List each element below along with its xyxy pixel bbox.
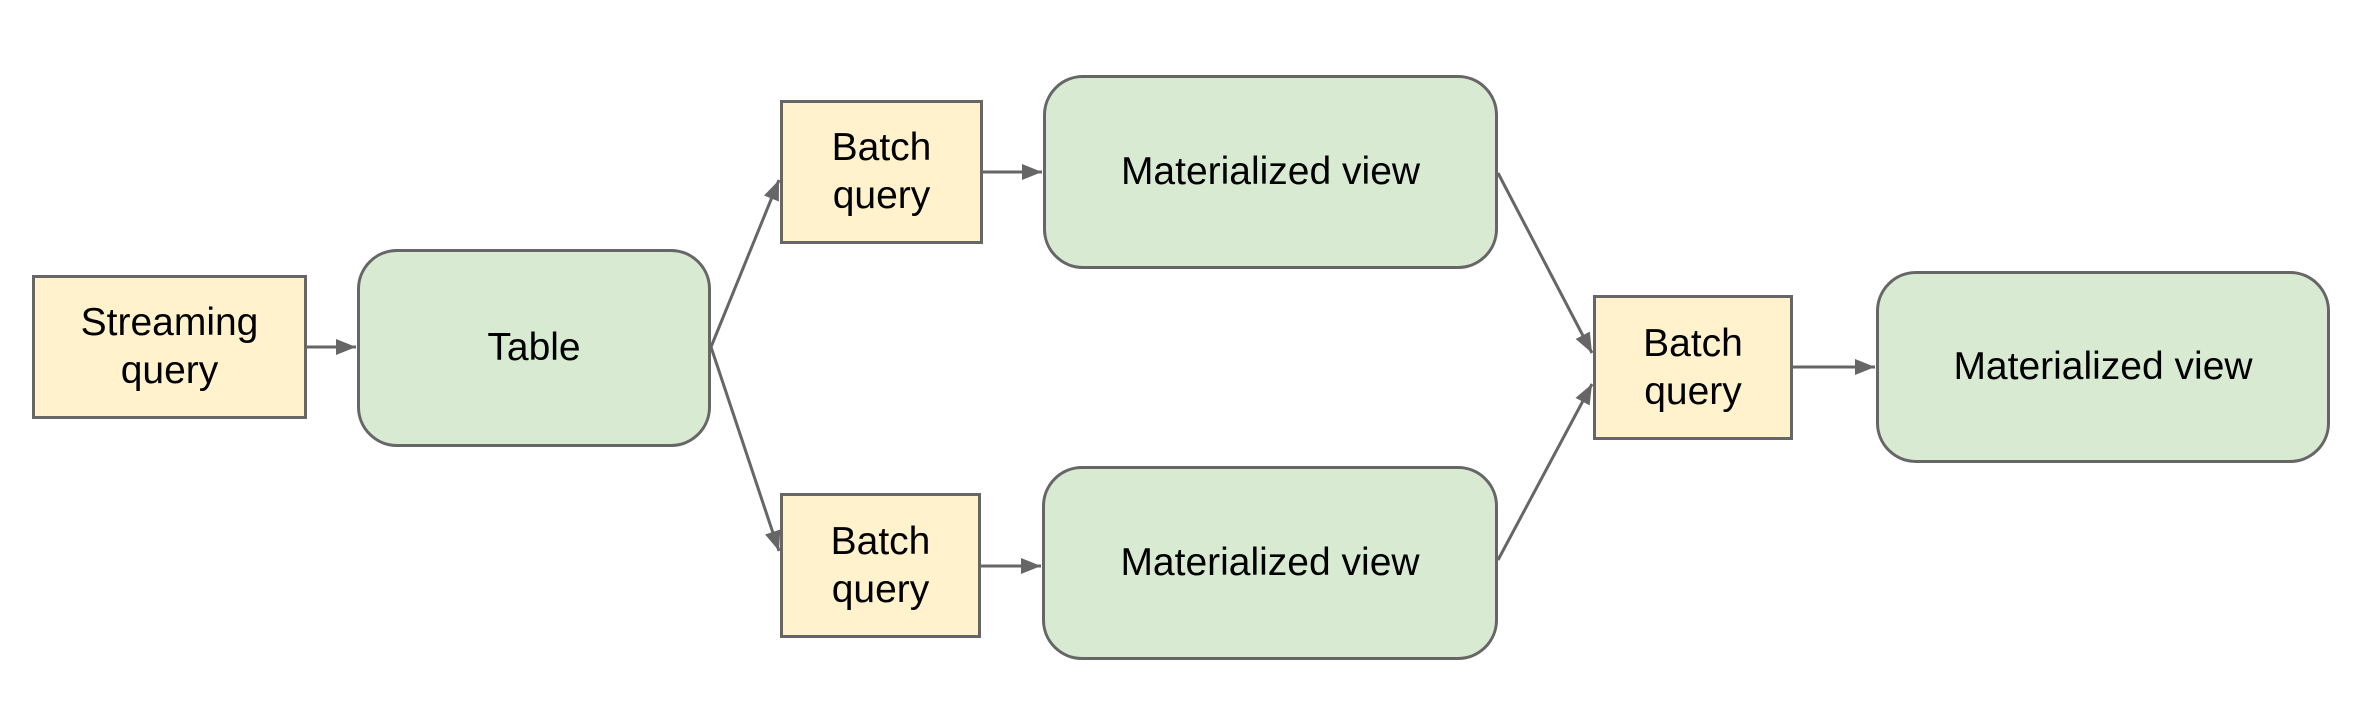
node-batch-query-top: Batch query bbox=[780, 100, 983, 244]
node-streaming-query: Streaming query bbox=[32, 275, 307, 419]
edge-table-to-batch-query-top bbox=[709, 179, 781, 348]
edge-materialized-view-bottom-to-batch-query-right bbox=[1496, 383, 1594, 561]
edge-materialized-view-top-to-batch-query-right bbox=[1496, 172, 1594, 354]
node-batch-query-right: Batch query bbox=[1593, 295, 1793, 440]
node-materialized-view-top: Materialized view bbox=[1043, 75, 1498, 269]
node-materialized-view-top-label: Materialized view bbox=[1120, 150, 1421, 193]
node-batch-query-top-label: Batch query bbox=[831, 126, 932, 217]
node-batch-query-right-label: Batch query bbox=[1643, 321, 1743, 413]
node-batch-query-bottom-label: Batch query bbox=[830, 519, 931, 611]
node-materialized-view-bottom: Materialized view bbox=[1042, 466, 1498, 660]
node-materialized-view-right-label: Materialized view bbox=[1953, 345, 2253, 388]
node-batch-query-bottom: Batch query bbox=[780, 493, 981, 638]
node-materialized-view-right: Materialized view bbox=[1876, 271, 2330, 463]
node-table: Table bbox=[357, 249, 711, 447]
node-table-label: Table bbox=[487, 326, 581, 369]
node-materialized-view-bottom-label: Materialized view bbox=[1120, 541, 1420, 584]
node-streaming-query-label: Streaming query bbox=[80, 301, 259, 392]
edge-table-to-batch-query-bottom bbox=[709, 346, 781, 552]
